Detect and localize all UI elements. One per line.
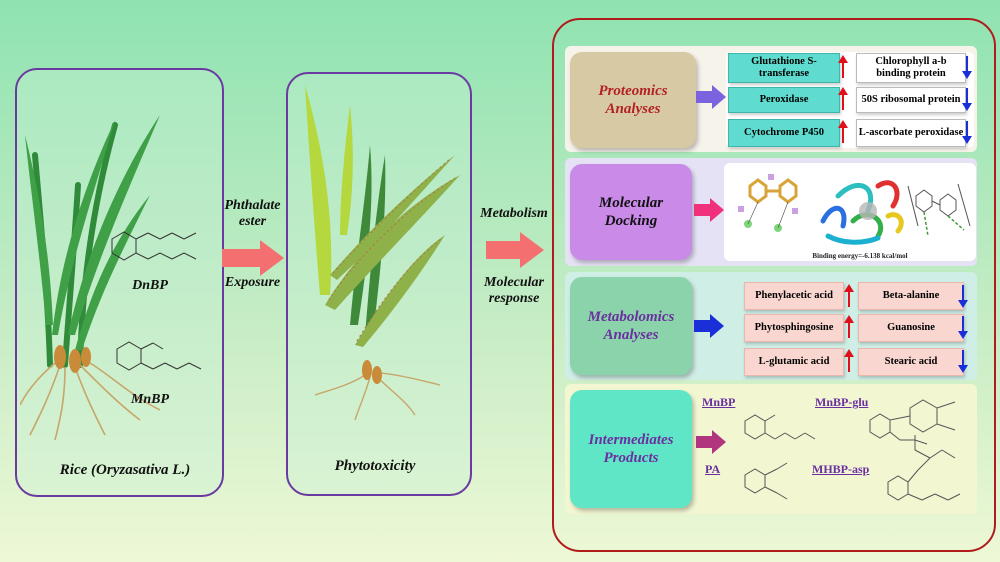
pa-structure	[744, 462, 788, 500]
protein-item-cytochrome: Cytochrome P450	[728, 119, 840, 147]
metabolomics-arrow	[694, 314, 724, 338]
down-arrow-icon	[962, 55, 972, 84]
intermediates-label: Intermediates Products	[570, 390, 692, 508]
arrow-2-top-label: Metabolism	[480, 206, 548, 221]
docking-arrow	[694, 198, 724, 222]
docking-label: Molecular Docking	[570, 164, 692, 260]
metabolite-item-phytosphingosine: Phytosphingosine	[744, 314, 844, 342]
mnbp-structure	[116, 341, 202, 371]
metabolite-item-guanosine: Guanosine	[858, 314, 964, 342]
docking-image-bg	[724, 163, 976, 261]
rice-caption: Rice (Oryzasativa L.)	[59, 462, 191, 478]
mnbp-intermediate-structure	[744, 414, 816, 440]
up-arrow-icon	[844, 284, 854, 313]
intermediates-arrow	[696, 430, 726, 454]
dnbp-structure	[111, 231, 197, 261]
metabolite-item-phenylacetic: Phenylacetic acid	[744, 282, 844, 310]
compound-mnbp-glu-label: MnBP-glu	[815, 395, 869, 409]
arrow-1-bottom-label: Exposure	[224, 275, 281, 290]
down-arrow-icon	[962, 87, 972, 116]
proteomics-label: Proteomics Analyses	[570, 52, 696, 148]
up-arrow-icon	[838, 87, 848, 116]
mnbp-glu-structure	[869, 399, 956, 445]
protein-item-chlorophyll: Chlorophyll a-b binding protein	[856, 53, 966, 83]
up-arrow-icon	[838, 55, 848, 84]
metabolism-arrow	[486, 232, 544, 268]
mnbp-label: MnBP	[130, 392, 170, 407]
up-arrow-icon	[844, 315, 854, 344]
binding-energy-text: Binding energy=-6.138 kcal/mol	[812, 252, 908, 260]
rice-plant-illustration	[20, 115, 161, 441]
compound-mnbp-label: MnBP	[702, 395, 736, 409]
protein-item-peroxidase: Peroxidase	[728, 87, 840, 113]
down-arrow-icon	[962, 120, 972, 149]
proteomics-arrow	[696, 85, 726, 109]
docking-structure-image	[738, 174, 971, 245]
metabolite-item-beta-alanine: Beta-alanine	[858, 282, 964, 310]
phytotoxicity-caption: Phytotoxicity	[334, 458, 416, 474]
compound-mhbp-asp-label: MHBP-asp	[812, 462, 870, 476]
up-arrow-icon	[844, 349, 854, 378]
protein-item-50s-ribosomal: 50S ribosomal protein	[856, 87, 966, 113]
mhbp-asp-structure	[887, 435, 961, 501]
up-arrow-icon	[838, 120, 848, 149]
arrow-1-top-label: Phthalate ester	[224, 198, 281, 230]
down-arrow-icon	[958, 315, 968, 344]
damaged-plant-illustration	[305, 85, 460, 421]
metabolomics-label: Metabolomics Analyses	[570, 277, 692, 375]
down-arrow-icon	[958, 284, 968, 313]
metabolite-item-stearic: Stearic acid	[858, 348, 964, 376]
protein-item-ascorbate: L-ascorbate peroxidase	[856, 119, 966, 147]
arrow-2-bottom-label: Molecular response	[484, 275, 544, 307]
exposure-arrow	[222, 240, 284, 276]
molecular-response-frame	[552, 18, 996, 552]
protein-item-glutathione: Glutathione S- transferase	[728, 53, 840, 83]
compound-pa-label: PA	[705, 462, 721, 476]
metabolite-item-glutamic: L-glutamic acid	[744, 348, 844, 376]
dnbp-label: DnBP	[132, 278, 168, 293]
down-arrow-icon	[958, 349, 968, 378]
